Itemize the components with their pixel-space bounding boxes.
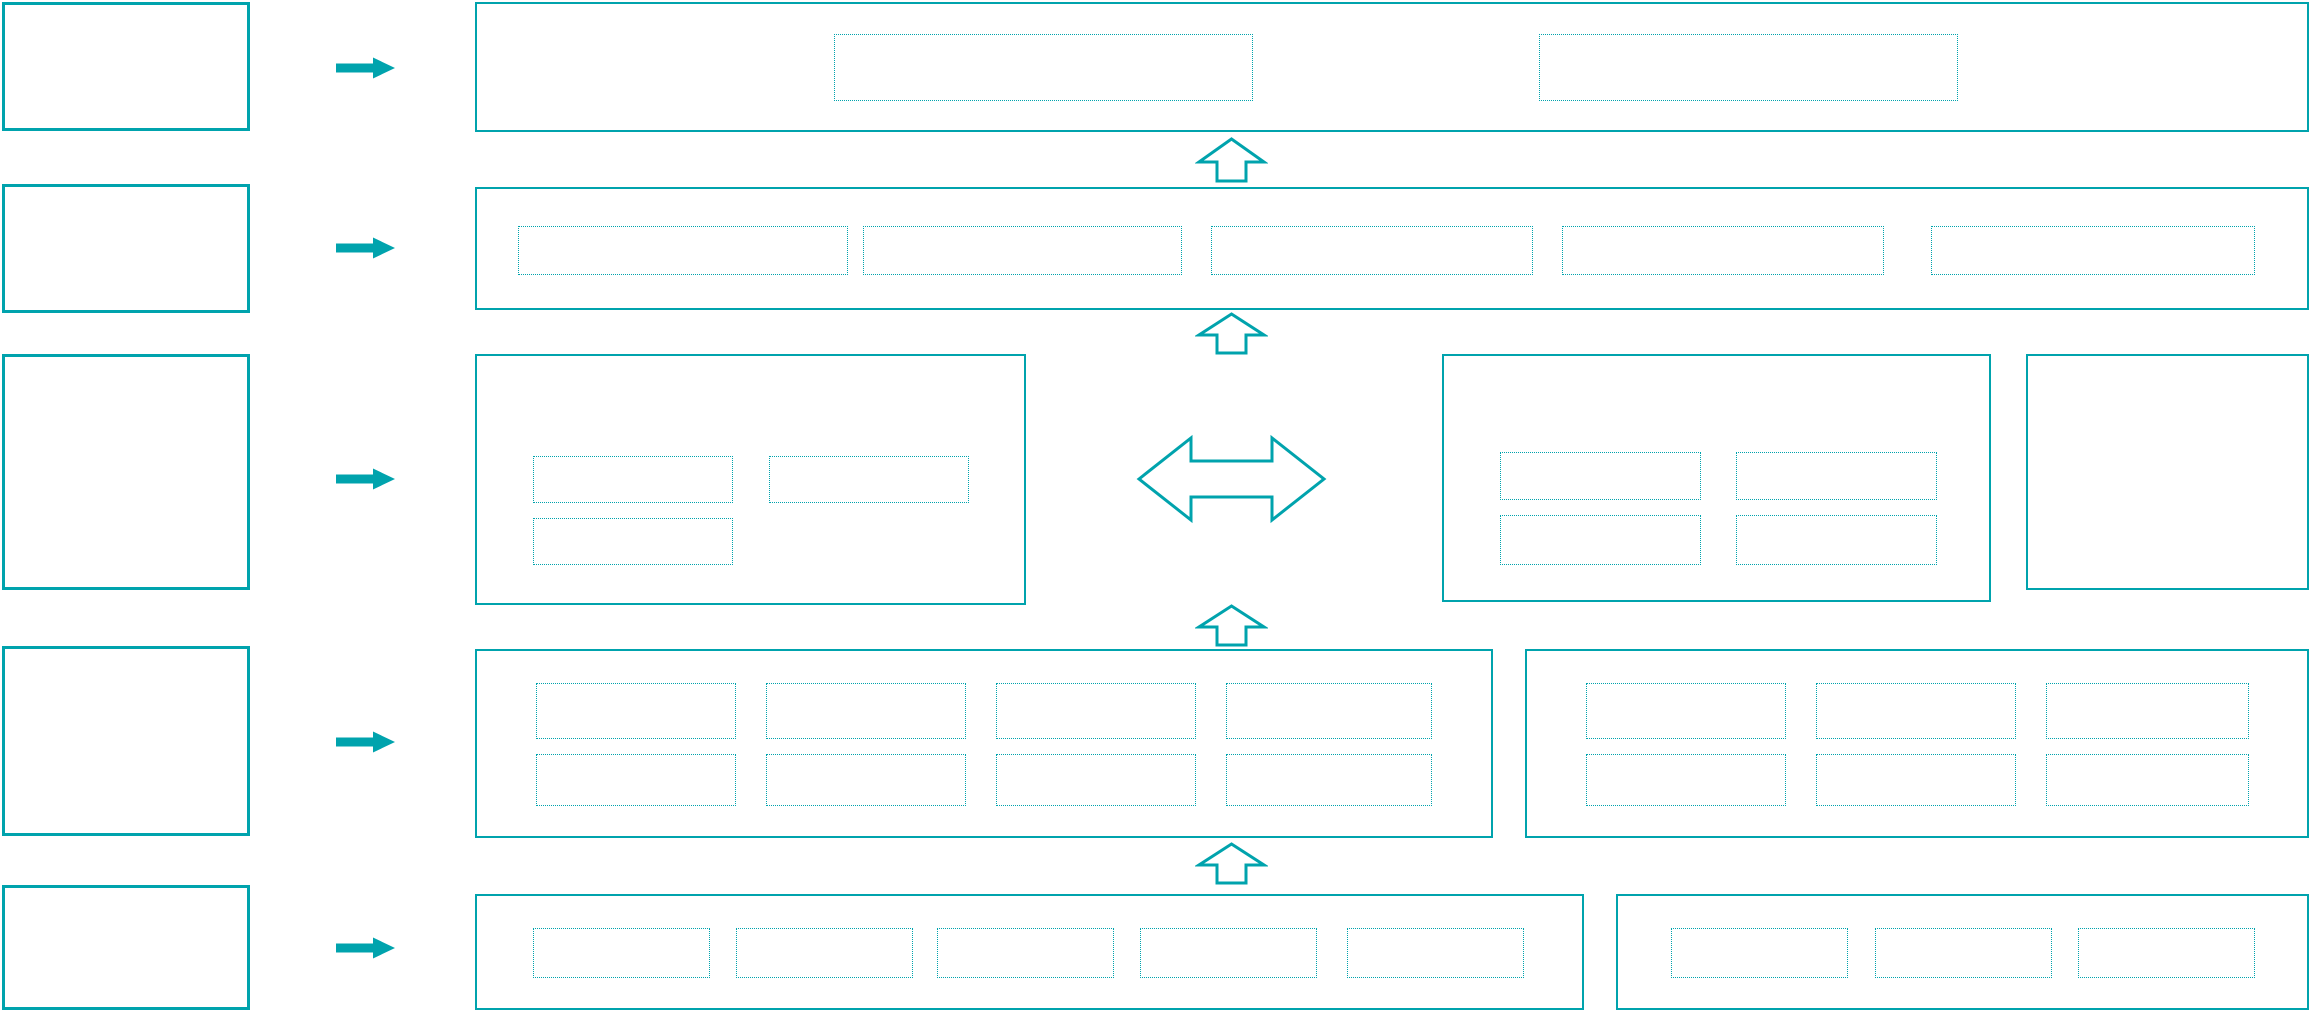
dashed-placeholder-box (536, 754, 736, 806)
dashed-placeholder-box (1226, 754, 1432, 806)
flow-right-arrow-icon (336, 237, 395, 259)
up-arrow-icon (1195, 312, 1268, 355)
layer-3-label-box (2, 354, 250, 590)
dashed-placeholder-box (996, 754, 1196, 806)
dashed-placeholder-box (1586, 683, 1786, 739)
dashed-placeholder-box (1140, 928, 1317, 978)
dashed-placeholder-box (1562, 226, 1884, 275)
dashed-placeholder-box (1211, 226, 1533, 275)
flow-right-arrow-icon (336, 731, 395, 753)
dashed-placeholder-box (863, 226, 1182, 275)
dashed-placeholder-box (1736, 515, 1937, 565)
flow-right-arrow-icon (336, 937, 395, 959)
double-arrow-icon (1136, 434, 1327, 524)
layer-4-label-box (2, 646, 250, 836)
layer-3-container-left (475, 354, 1026, 605)
up-arrow-icon (1195, 842, 1268, 885)
dashed-placeholder-box (533, 928, 710, 978)
layer-2-container (475, 187, 2309, 310)
dashed-placeholder-box (1875, 928, 2052, 978)
dashed-placeholder-box (736, 928, 913, 978)
dashed-placeholder-box (533, 518, 733, 565)
layer-4-container-left (475, 649, 1493, 838)
dashed-placeholder-box (937, 928, 1114, 978)
dashed-placeholder-box (996, 683, 1196, 739)
dashed-placeholder-box (1347, 928, 1524, 978)
up-arrow-icon (1195, 137, 1268, 183)
dashed-placeholder-box (1816, 683, 2016, 739)
layer-1-label-box (2, 2, 250, 131)
dashed-placeholder-box (766, 754, 966, 806)
dashed-placeholder-box (2046, 683, 2249, 739)
dashed-placeholder-box (834, 34, 1253, 101)
dashed-placeholder-box (1931, 226, 2255, 275)
dashed-placeholder-box (1500, 515, 1701, 565)
dashed-placeholder-box (2078, 928, 2255, 978)
dashed-placeholder-box (536, 683, 736, 739)
up-arrow-icon (1195, 604, 1268, 647)
flow-right-arrow-icon (336, 57, 395, 79)
dashed-placeholder-box (1816, 754, 2016, 806)
layer-5-label-box (2, 885, 250, 1010)
dashed-placeholder-box (1500, 452, 1701, 500)
dashed-placeholder-box (1539, 34, 1958, 101)
dashed-placeholder-box (2046, 754, 2249, 806)
dashed-placeholder-box (533, 456, 733, 503)
dashed-placeholder-box (1736, 452, 1937, 500)
dashed-placeholder-box (766, 683, 966, 739)
layer-3-container-right (1442, 354, 1991, 602)
layer-5-container-left (475, 894, 1584, 1010)
layer-5-container-right (1616, 894, 2309, 1010)
dashed-placeholder-box (518, 226, 848, 275)
dashed-placeholder-box (1226, 683, 1432, 739)
flow-right-arrow-icon (336, 468, 395, 490)
layer-4-container-right (1525, 649, 2309, 838)
dashed-placeholder-box (1586, 754, 1786, 806)
dashed-placeholder-box (1671, 928, 1848, 978)
dashed-placeholder-box (769, 456, 969, 503)
layer-1-container (475, 2, 2309, 132)
layer-2-label-box (2, 184, 250, 313)
layer-3-container-side (2026, 354, 2309, 590)
